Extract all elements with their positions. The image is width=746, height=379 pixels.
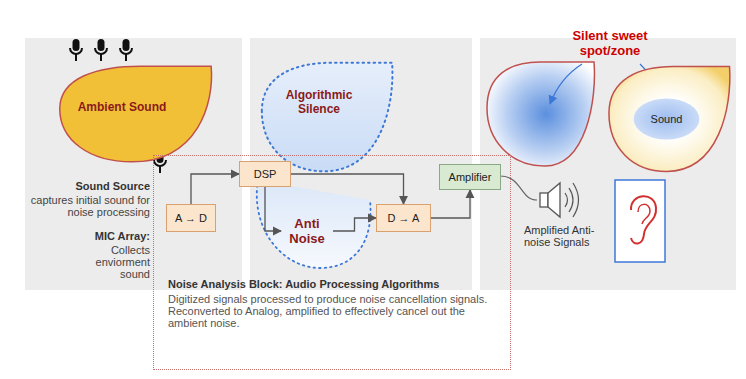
listener-box <box>615 180 665 262</box>
silence-blob: Algorithmic Silence <box>250 58 398 176</box>
silent-zone-blob <box>487 62 594 166</box>
text-holder: Amplifier <box>440 165 500 189</box>
signal-arrow <box>431 190 470 218</box>
callout-label: Silent sweet spot/zone <box>555 28 665 58</box>
converter-box: D → A <box>376 204 431 232</box>
node-label: Amplifier <box>449 171 492 183</box>
annotation-text: captures initial sound for noise process… <box>30 194 150 218</box>
ear-icon <box>631 196 656 243</box>
signal-arrow <box>191 174 239 204</box>
block-heading: Noise Analysis Block: Audio Processing A… <box>168 278 503 290</box>
sound-waves <box>565 183 579 217</box>
node-label: Ambient Sound <box>78 100 167 114</box>
converter-box: A → D <box>166 204 216 232</box>
text-holder: Noise Analysis Block: Audio Processing A… <box>168 278 503 332</box>
anti-noise-region <box>257 180 371 268</box>
node-label: Algorithmic Silence <box>279 88 359 116</box>
speaker-icon <box>540 193 548 207</box>
microphone-icon <box>70 39 82 61</box>
signal-arrow <box>291 174 404 204</box>
text-holder: A → D <box>167 205 215 231</box>
signal-arrow <box>333 218 376 231</box>
speaker-icon <box>548 183 560 217</box>
text-holder: D → A <box>377 205 430 231</box>
analysis-block: Noise Analysis Block: Audio Processing A… <box>153 155 511 370</box>
leader-arrow <box>550 64 582 104</box>
node-label: Anti Noise <box>284 216 330 246</box>
ear-icon <box>638 204 650 224</box>
sound-blob: Sound <box>598 62 735 176</box>
amplifier-box: Amplifier <box>439 164 501 190</box>
text-holder: Sound <box>598 62 735 176</box>
annotation-text: Collects enviorment sound <box>85 244 150 280</box>
dsp-box: DSP <box>239 161 291 187</box>
blob-shape <box>609 67 730 172</box>
microphone-icon <box>95 39 107 61</box>
node-label: DSP <box>254 168 277 180</box>
text-holder: Algorithmic Silence <box>250 58 398 176</box>
node-label: Sound <box>651 113 683 125</box>
annotation-text: Amplified Anti-noise Signals <box>524 224 614 248</box>
text-holder: Ambient Sound <box>46 62 218 166</box>
annotation-text: Sound Source <box>40 180 150 192</box>
signal-wire <box>500 176 537 200</box>
signal-arrow <box>265 187 281 231</box>
microphone-icon <box>120 39 132 61</box>
sound-core <box>634 98 700 139</box>
node-label: A → D <box>175 212 207 224</box>
panel <box>25 38 242 290</box>
sound-source-blob: Ambient Sound <box>46 62 218 166</box>
annotation-text: MIC Array: <box>60 230 150 242</box>
block-description: Digitized signals processed to produce n… <box>168 293 503 329</box>
text-holder: Anti Noise <box>281 214 333 248</box>
anti-noise-node: Anti Noise <box>281 214 333 248</box>
text-holder: DSP <box>240 162 290 186</box>
panel <box>480 38 736 290</box>
node-label: D → A <box>388 212 420 224</box>
blob-outline <box>46 62 218 166</box>
blob-shape <box>60 66 212 162</box>
blob-outline <box>250 58 398 176</box>
